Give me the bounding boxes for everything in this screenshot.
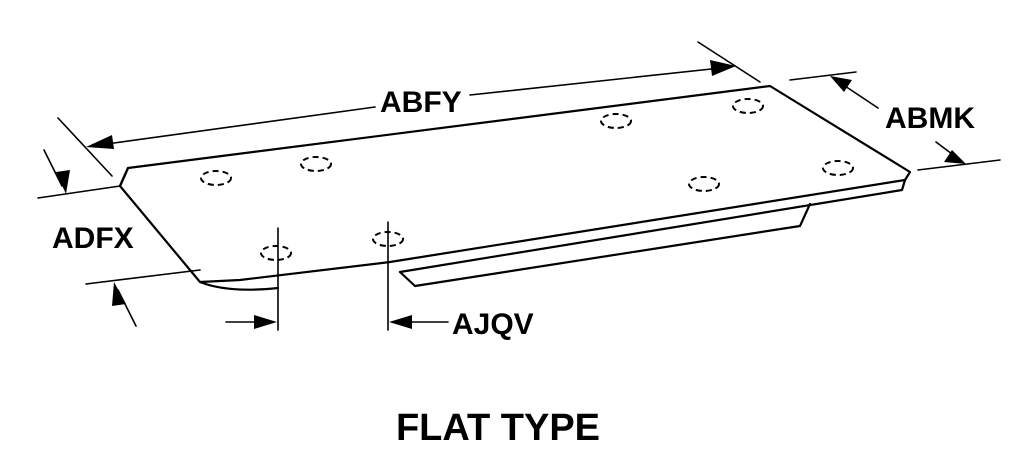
arrowhead xyxy=(710,60,736,76)
arrowhead xyxy=(830,76,852,92)
extension-line xyxy=(37,185,121,199)
hole xyxy=(600,113,632,129)
extension-line xyxy=(85,269,201,285)
arrowhead xyxy=(56,170,70,194)
arrowhead xyxy=(389,315,412,329)
dimension-line xyxy=(43,149,63,187)
mounting-holes xyxy=(200,98,854,261)
hole xyxy=(200,170,232,186)
hole xyxy=(300,156,332,172)
thickness-label: ADFX xyxy=(52,222,134,255)
thickness-dimension xyxy=(37,149,201,327)
hole-spacing-dimension xyxy=(225,221,449,331)
figure-caption: FLAT TYPE xyxy=(396,407,600,449)
dimension-line xyxy=(91,106,376,147)
extension-line xyxy=(917,159,1001,171)
plate-top-face xyxy=(118,84,912,284)
plate xyxy=(118,84,912,291)
length-dimension xyxy=(57,41,761,177)
hole xyxy=(260,245,292,261)
hole xyxy=(688,176,720,192)
plate-front-edge xyxy=(398,178,907,274)
dimension-line xyxy=(469,66,731,96)
hole-spacing-label: AJQV xyxy=(452,308,534,341)
plate-under-lip xyxy=(398,202,812,288)
width-dimension xyxy=(789,71,1001,171)
extension-line xyxy=(57,117,113,177)
hole xyxy=(822,160,854,176)
plate-left-edge xyxy=(118,166,130,188)
width-label: ABMK xyxy=(885,102,975,135)
hole xyxy=(732,98,764,114)
arrowhead xyxy=(112,282,126,306)
extension-line xyxy=(697,41,761,83)
arrowhead xyxy=(944,150,966,164)
extension-line xyxy=(789,71,857,81)
plate-break-line xyxy=(198,280,280,291)
arrowhead xyxy=(254,315,277,329)
arrowhead xyxy=(86,135,114,149)
length-label: ABFY xyxy=(380,86,462,119)
